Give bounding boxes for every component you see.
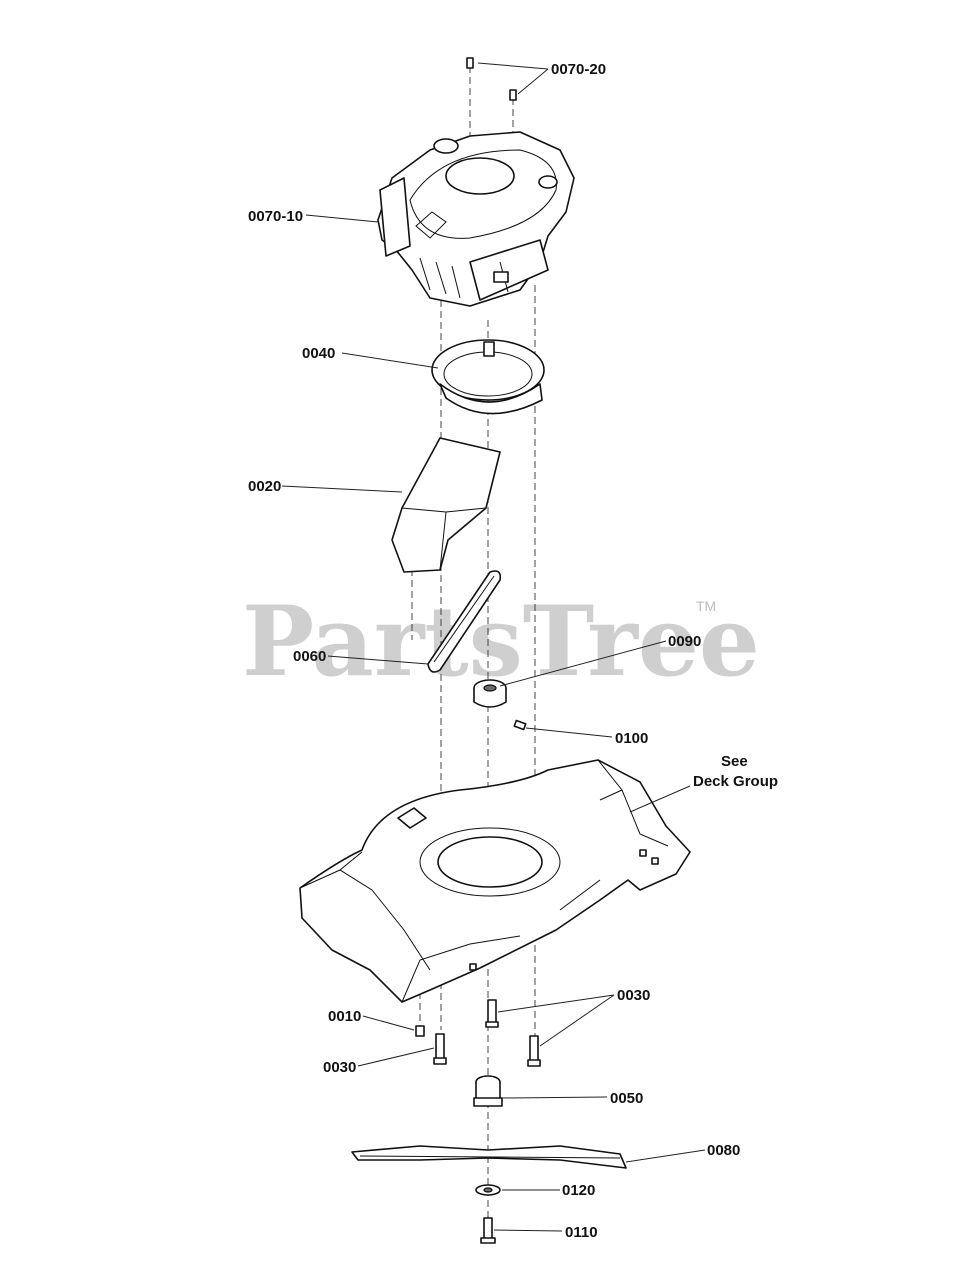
callout-0070-20: 0070-20 — [551, 61, 606, 78]
engine-screw-part[interactable] — [466, 57, 517, 101]
baffle-part[interactable] — [431, 339, 545, 415]
see-deck-group-line1: See — [721, 753, 748, 770]
small-screw-part[interactable] — [513, 719, 527, 731]
callout-0120: 0120 — [562, 1182, 595, 1199]
cover-part[interactable] — [391, 437, 501, 573]
belt-part[interactable] — [427, 570, 502, 673]
watermark-text: PartsTree — [242, 585, 760, 698]
callout-0080: 0080 — [707, 1142, 740, 1159]
callout-0060: 0060 — [293, 648, 326, 665]
watermark-trademark: TM — [696, 598, 716, 614]
callout-0030-left: 0030 — [323, 1059, 356, 1076]
callout-labels: 0070-20 0070-10 0040 0020 0060 0090 0100… — [248, 61, 778, 1241]
callout-0050: 0050 — [610, 1090, 643, 1107]
blade-part[interactable] — [351, 1145, 627, 1169]
see-deck-group-line2: Deck Group — [693, 773, 778, 790]
pulley-part[interactable] — [473, 679, 507, 708]
washer-part[interactable] — [475, 1184, 501, 1196]
callout-0090: 0090 — [668, 633, 701, 650]
blade-bolt-part[interactable] — [480, 1217, 496, 1244]
callout-0040: 0040 — [302, 345, 335, 362]
watermark: PartsTree TM — [242, 585, 760, 698]
callout-0070-10: 0070-10 — [248, 208, 303, 225]
blade-adapter-part[interactable] — [473, 1075, 503, 1107]
callout-0110: 0110 — [565, 1224, 598, 1241]
small-bolt-part[interactable] — [415, 1025, 425, 1037]
engine-part[interactable] — [377, 131, 575, 307]
callout-0030-right: 0030 — [617, 987, 650, 1004]
deck-bolt-part[interactable] — [433, 999, 541, 1067]
deck-part[interactable] — [299, 759, 691, 1003]
leader-lines — [281, 62, 706, 1232]
callout-0010: 0010 — [328, 1008, 361, 1025]
callout-0020: 0020 — [248, 478, 281, 495]
callout-0100: 0100 — [615, 730, 648, 747]
